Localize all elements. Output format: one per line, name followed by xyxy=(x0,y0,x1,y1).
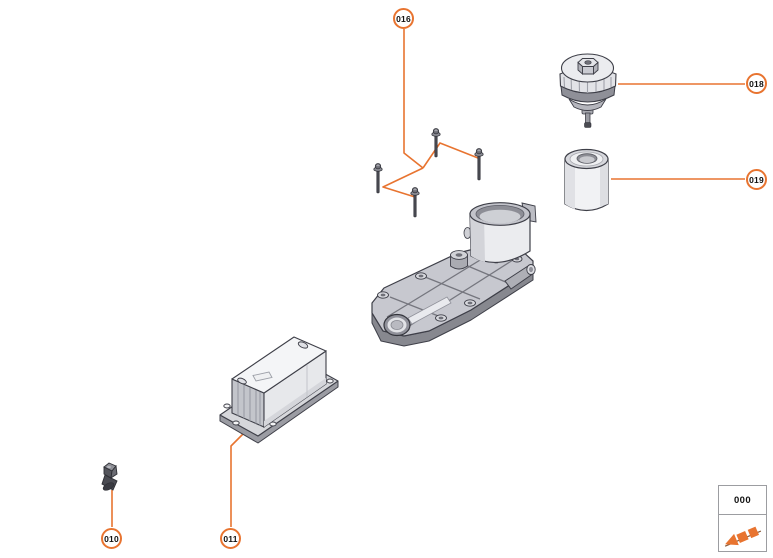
bracket-port xyxy=(383,313,411,337)
stud-bolt[interactable] xyxy=(373,163,383,194)
cooler-fins xyxy=(237,381,261,426)
callout-010-label: 010 xyxy=(104,533,119,544)
cooler-top-port xyxy=(237,377,247,385)
bracket-side-tube xyxy=(504,264,536,290)
leader-016 xyxy=(382,29,479,198)
callout-016[interactable]: 016 xyxy=(393,8,414,29)
ref-box-icon-cell xyxy=(719,515,766,551)
callout-018-label: 018 xyxy=(749,78,764,89)
callout-011-label: 011 xyxy=(223,533,238,544)
part-oil-filter-bracket[interactable] xyxy=(371,202,537,347)
cap-hex-nut xyxy=(577,58,599,76)
callout-019[interactable]: 019 xyxy=(746,169,767,190)
stud-bolt[interactable] xyxy=(431,128,441,158)
cooler-top-port xyxy=(297,341,309,349)
callout-019-label: 019 xyxy=(749,174,764,185)
cooler-flange-holes xyxy=(223,378,334,427)
ref-box-000[interactable]: 000 xyxy=(718,485,767,552)
cooler-top-label-plate xyxy=(252,371,273,382)
direction-of-travel-arrow-icon xyxy=(724,526,761,547)
bracket-center-boss xyxy=(450,250,468,270)
part-studs-016[interactable] xyxy=(373,128,484,218)
part-oil-cooler-011[interactable] xyxy=(219,336,339,444)
ref-box-label: 000 xyxy=(719,486,766,515)
callout-010[interactable]: 010 xyxy=(101,528,122,549)
bracket-filter-bowl xyxy=(463,202,537,264)
bracket-bolt-bosses xyxy=(377,255,523,322)
callout-011[interactable]: 011 xyxy=(220,528,241,549)
part-plug-010[interactable] xyxy=(101,462,118,492)
stud-bolt[interactable] xyxy=(474,148,484,181)
callout-016-label: 016 xyxy=(396,13,411,24)
callout-018[interactable]: 018 xyxy=(746,73,767,94)
stud-bolt[interactable] xyxy=(410,187,420,218)
leader-011 xyxy=(230,427,250,527)
part-oil-filter-cap-018[interactable] xyxy=(559,53,617,128)
part-oil-filter-element-019[interactable] xyxy=(564,148,609,212)
